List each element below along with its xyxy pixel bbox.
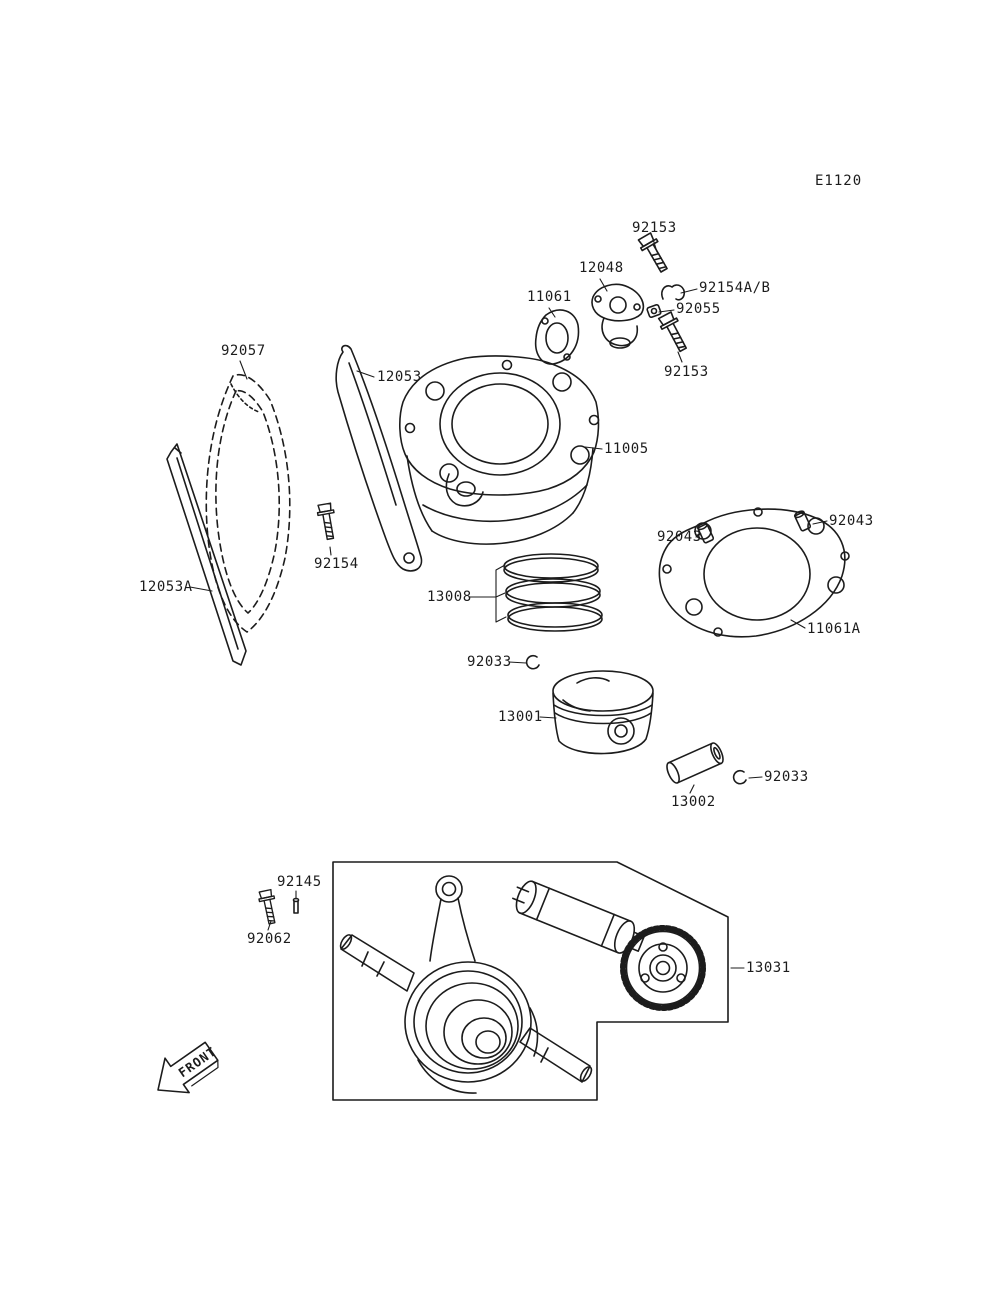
bolt-92062-drawing: [256, 888, 281, 926]
piston-rings-drawing: [503, 553, 603, 632]
crankshaft-assembly-drawing: [332, 861, 729, 1101]
part-label-92057: 92057: [221, 343, 266, 359]
part-label-12053a: 12053A: [139, 579, 193, 595]
circlip-bottom-drawing: [732, 769, 747, 785]
chain-guide-drawing: [335, 344, 423, 572]
part-label-11061: 11061: [527, 289, 572, 305]
chain-guide-a-drawing: [166, 443, 247, 666]
part-label-92145: 92145: [277, 874, 322, 890]
tensioner-cap-drawing: [591, 283, 645, 349]
part-label-92033-top: 92033: [467, 654, 512, 670]
part-label-12053: 12053: [377, 369, 422, 385]
cylinder-drawing: [399, 355, 600, 545]
part-label-92062: 92062: [247, 931, 292, 947]
pin-92145-drawing: [292, 897, 300, 914]
part-label-92153-top: 92153: [632, 220, 677, 236]
part-label-92055: 92055: [676, 301, 721, 317]
bolt-92154-drawing: [315, 502, 340, 541]
part-label-11005: 11005: [604, 441, 649, 457]
front-arrow: FRONT: [157, 1041, 219, 1094]
part-label-11061a: 11061A: [807, 621, 861, 637]
part-label-13031: 13031: [746, 960, 791, 976]
part-label-13008: 13008: [427, 589, 472, 605]
tensioner-gasket-drawing: [534, 309, 580, 365]
part-label-92043-right: 92043: [829, 513, 874, 529]
circlip-top-drawing: [525, 654, 540, 670]
part-label-92154: 92154: [314, 556, 359, 572]
cam-chain-top-links: [230, 383, 260, 413]
base-gasket-drawing: [658, 507, 850, 638]
cam-chain-drawing: [205, 374, 291, 633]
piston-pin-drawing: [666, 742, 724, 784]
leader-lines: [189, 238, 828, 969]
bolt-92153-bottom-drawing: [656, 310, 692, 355]
part-label-12048: 12048: [579, 260, 624, 276]
part-label-92033-bottom: 92033: [764, 769, 809, 785]
nut-92055-drawing: [646, 304, 662, 318]
clip-92154ab-drawing: [661, 284, 686, 301]
page-code: E1120: [815, 173, 863, 189]
part-label-13002: 13002: [671, 794, 716, 810]
bolt-92153-top-drawing: [635, 231, 673, 276]
part-label-92043-left: 92043: [657, 529, 702, 545]
part-label-92153-bottom: 92153: [664, 364, 709, 380]
piston-drawing: [552, 670, 654, 755]
part-label-13001: 13001: [498, 709, 543, 725]
part-label-92154ab: 92154A/B: [699, 280, 771, 296]
